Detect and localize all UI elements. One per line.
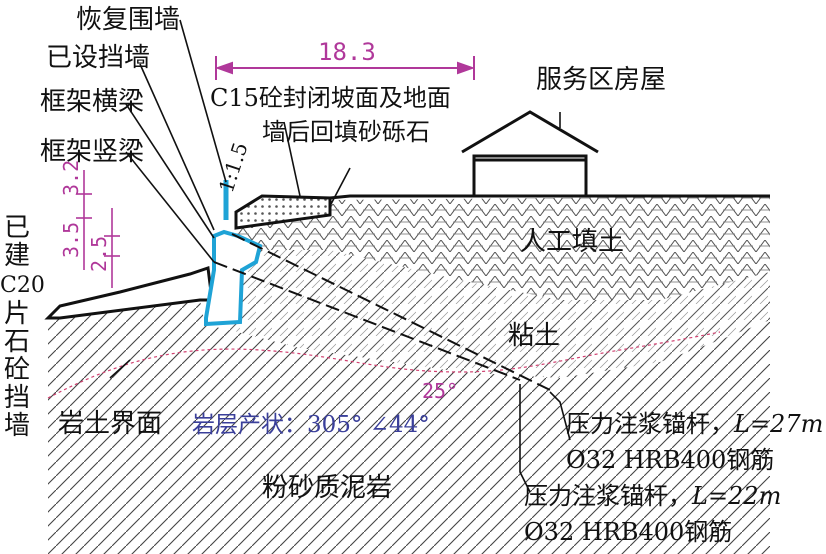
label-rock-soil-interface: 岩土界面 [58,409,162,439]
leader-lines [109,19,571,493]
width-dimension [215,56,475,80]
label-anchor2: 压力注浆锚杆，L=22m [524,482,781,510]
angle-label: 25° [422,379,458,403]
rock-soil-interface-line [47,331,721,399]
svg-text:C20: C20 [0,273,45,298]
label-frame-vertical-beam: 框架竖梁 [40,137,144,167]
label-restore-wall: 恢复围墙 [76,5,180,35]
dim-2-5: 2.5 [87,236,111,272]
svg-text:建: 建 [4,241,30,271]
svg-text:片: 片 [4,299,30,329]
clay-layer [230,250,770,378]
label-clay: 粘土 [508,321,560,351]
svg-text:挡: 挡 [4,383,30,413]
svg-text:已: 已 [4,213,30,243]
left-dimensions [76,170,120,288]
slope-ratio: 1:1.5 [214,139,253,195]
dim-3-5-a: 3.5 [59,222,83,258]
artificial-fill-layer [230,196,770,300]
label-rock-attitude: 岩层产状：305° ∠44° [192,412,430,438]
label-siltstone: 粉砂质泥岩 [262,473,392,503]
dim-3-2: 3.2 [59,160,83,196]
svg-text:石: 石 [4,327,30,357]
svg-text:砼: 砼 [4,355,30,385]
retaining-frame [204,229,263,327]
label-anchor1-rebar: Ø32 HRB400钢筋 [566,446,774,474]
label-anchor1: 压力注浆锚杆，L=27m [566,410,823,438]
label-service-house: 服务区房屋 [536,65,666,95]
service-house [461,110,599,198]
label-artificial-fill: 人工填土 [520,227,624,257]
label-existing-wall: 已设挡墙 [46,43,150,73]
siltstone-layer [48,300,770,554]
backfill-gravel [234,194,332,230]
label-c15-seal: C15砼封闭坡面及地面 [210,84,451,112]
anchor-lower [213,261,521,381]
label-backfill: 墙后回填砂砾石 [262,118,430,146]
label-existing-c20-wall: 已 建 C20 片 石 砼 挡 墙 [0,213,45,441]
label-frame-cross-beam: 框架横梁 [40,87,144,117]
ground-surface [329,194,770,200]
width-dimension-label: 18.3 [318,38,376,66]
existing-c20-wall [44,265,214,320]
label-anchor2-rebar: Ø32 HRB400钢筋 [524,518,732,546]
svg-text:墙: 墙 [4,411,30,441]
